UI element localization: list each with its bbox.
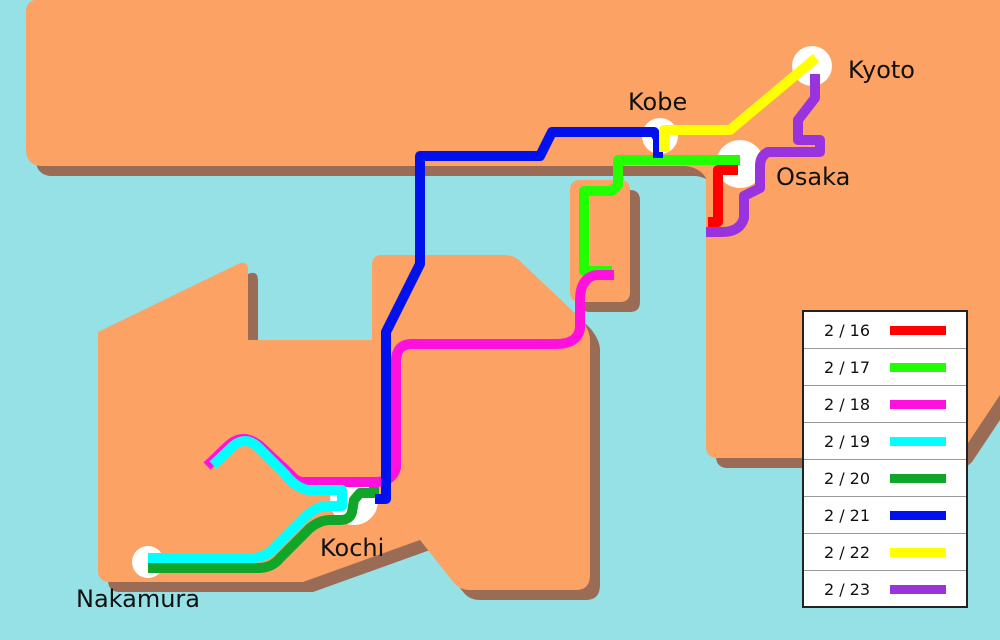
legend-date: 2 / 16: [823, 320, 871, 340]
route-2-16: [708, 165, 738, 227]
city-label-kochi: Kochi: [320, 534, 384, 562]
legend-date: 2 / 21: [823, 505, 871, 525]
legend-swatch: [890, 436, 946, 446]
legend-row: 2 / 22: [804, 534, 966, 571]
route-2-22: [659, 54, 820, 152]
legend-row: 2 / 20: [804, 460, 966, 497]
mainland-honshu: [26, 0, 1000, 458]
legend-row: 2 / 17: [804, 349, 966, 386]
legend-swatch: [890, 362, 946, 372]
legend-row: 2 / 16: [804, 312, 966, 349]
route-2-19: [148, 436, 347, 563]
route-2-23: [706, 74, 825, 237]
city-label-nakamura: Nakamura: [76, 585, 200, 613]
land: [26, 0, 1000, 590]
shikoku-island: [98, 255, 590, 590]
legend-row: 2 / 23: [804, 571, 966, 608]
route-2-21: [375, 127, 663, 504]
route-2-17: [579, 155, 740, 276]
legend-swatch: [890, 547, 946, 557]
legend-date: 2 / 20: [823, 468, 871, 488]
legend-date: 2 / 19: [823, 431, 871, 451]
legend-swatch: [890, 510, 946, 520]
legend-swatch: [890, 473, 946, 483]
legend-row: 2 / 21: [804, 497, 966, 534]
route-2-20: [148, 487, 379, 573]
legend-swatch: [890, 585, 946, 594]
legend-date: 2 / 18: [823, 394, 871, 414]
legend-row: 2 / 18: [804, 386, 966, 423]
legend-swatch: [890, 399, 946, 409]
legend-date: 2 / 23: [823, 580, 871, 599]
city-label-kobe: Kobe: [628, 88, 687, 116]
legend-swatch: [890, 325, 946, 335]
city-label-osaka: Osaka: [776, 163, 850, 191]
date-legend: 2 / 16 2 / 17 2 / 18 2 / 19 2 / 20 2 / 2…: [802, 310, 968, 608]
legend-date: 2 / 17: [823, 357, 871, 377]
legend-row: 2 / 19: [804, 423, 966, 460]
city-label-kyoto: Kyoto: [848, 56, 915, 84]
legend-date: 2 / 22: [823, 542, 871, 562]
